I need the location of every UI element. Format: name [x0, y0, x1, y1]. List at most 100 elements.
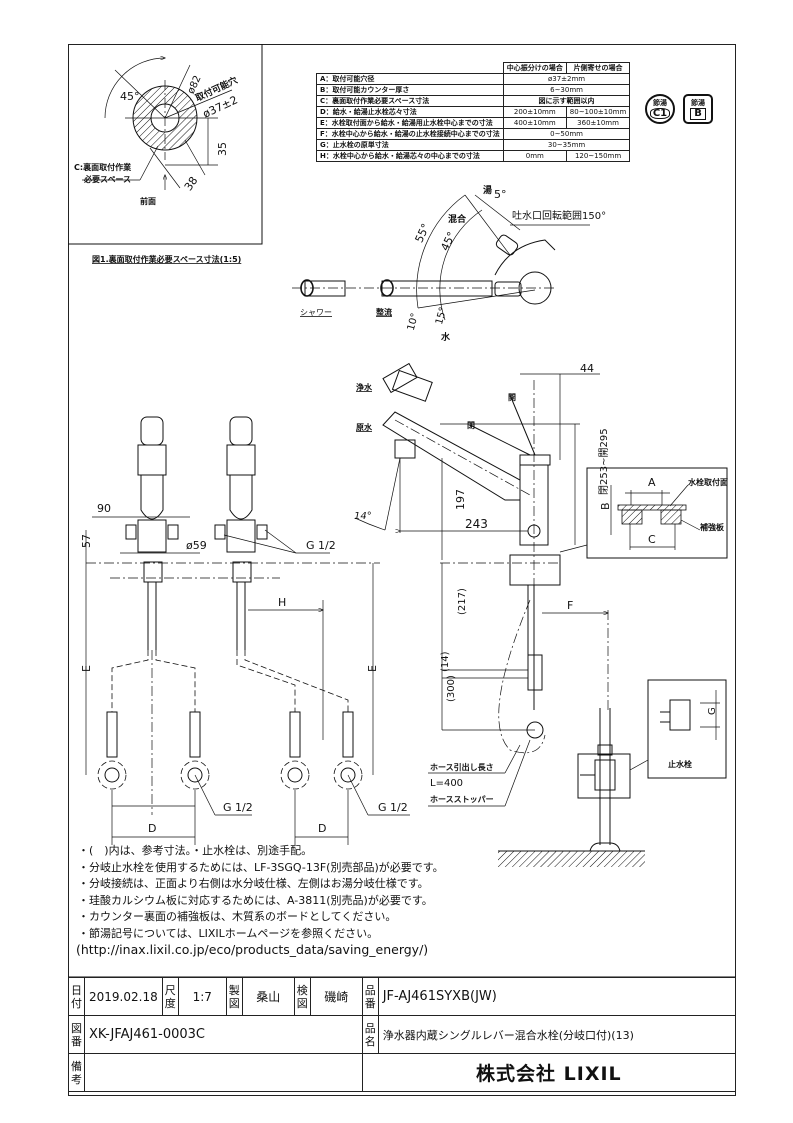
badge-b-top: 節湯	[691, 99, 705, 107]
spec-row-label: D：給水・給湯止水栓芯々寸法	[316, 106, 504, 118]
fig1-space-label-2: 必要スペース	[83, 174, 131, 184]
dim-59: ø59	[186, 539, 207, 552]
spec-header-blank	[317, 63, 504, 74]
remarks-value	[84, 1053, 363, 1092]
spec-row-value: 図に示す範囲以内	[502, 95, 631, 107]
front-view: 90 57 ø59 G 1/2 H E E	[80, 416, 410, 845]
dim-B: B	[599, 502, 612, 510]
spec-row: F：水栓中心から給水・給湯の止水栓接続中心までの寸法 0~50mm	[316, 128, 631, 140]
scale-value: 1:7	[177, 977, 227, 1016]
spec-row: E：水栓取付面から給水・給湯用止水栓中心までの寸法 400±10mm 360±1…	[316, 117, 631, 129]
checked-label: 検図	[293, 977, 311, 1016]
spec-header-side: 片側寄せの場合	[565, 62, 631, 74]
product-name-label: 品名	[361, 1015, 379, 1054]
top-hot-label: 湯	[483, 184, 492, 196]
stop-valves-bottom	[97, 711, 363, 790]
shower-label: シャワー	[300, 308, 332, 317]
fig1-angle: 45°	[120, 90, 140, 103]
open-label: 開	[508, 393, 516, 402]
product-name: 浄水器内蔵シングルレバー混合水栓(分岐口付)(13)	[377, 1015, 737, 1054]
spec-table: 中心振分けの場合 片側寄せの場合 A：取付可能穴径 ø37±2mm B：取付可能…	[316, 62, 631, 162]
title-row-3: 備考 株式会社 LIXIL	[68, 1053, 737, 1092]
fig1-dim-35: 35	[216, 142, 229, 156]
spec-row-label: F：水栓中心から給水・給湯の止水栓接続中心までの寸法	[316, 128, 504, 140]
dim-C: C	[648, 533, 656, 546]
dim-217: (217)	[457, 588, 468, 615]
dim-E-left: E	[80, 665, 93, 672]
top-cold-label: 水	[441, 331, 451, 343]
spec-row: G：止水栓の原単寸法 30~35mm	[316, 139, 631, 151]
note-line: ・カウンター裏面の補強板は、木質系のボードとしてください。	[78, 910, 397, 923]
top-angle-10: 10°	[406, 312, 421, 332]
drawn-label: 製図	[225, 977, 243, 1016]
spec-row-value: 6~30mm	[502, 84, 631, 96]
drawing-no-label: 図番	[68, 1015, 85, 1054]
spec-row-label: C：裏面取付作業必要スペース寸法	[316, 95, 504, 107]
badge-c1-bottom: C1	[649, 108, 671, 119]
title-block: 日付 2019.02.18 尺度 1:7 製図 桑山 検図 磯崎 品番 JF-A…	[68, 977, 737, 1092]
top-view: 湯 5° 混合 55° 45° 10° 15° 水 吐水口回転範囲150° シャ…	[292, 184, 606, 343]
figure1-mount-space: 45° ø82 取付可能穴 ø37±2 35 38 C:裏面取付作業 必要スペー…	[68, 44, 263, 245]
spec-row: H：水栓中心から給水・給湯芯々の中心までの寸法 0mm 120~150mm	[316, 150, 631, 162]
top-rotation-label: 吐水口回転範囲150°	[512, 209, 606, 222]
drawn-by: 桑山	[241, 977, 295, 1016]
straight-label: 整流	[375, 307, 392, 317]
side-view: 浄水 原水 44 開 閉 閉253~開295 197 243 14°	[354, 362, 727, 867]
dim-243: 243	[465, 517, 488, 531]
fig1-dim-38: 38	[182, 174, 201, 193]
hose-length-label: ホース引出し長さ	[430, 762, 494, 772]
saving-grade-badge-b: 節湯 B	[683, 94, 713, 124]
dim-A: A	[648, 476, 656, 489]
checked-by: 磯崎	[309, 977, 363, 1016]
spec-row-side: 360±10mm	[565, 117, 631, 129]
saving-grade-badge-c1: 節湯 C1	[645, 94, 675, 124]
fig1-space-label-1: C:裏面取付作業	[74, 162, 132, 172]
note-line: ・( )内は、参考寸法。・止水栓は、別途手配。	[78, 844, 313, 857]
top-angle-15: 15°	[434, 306, 449, 326]
spec-row-label: E：水栓取付面から給水・給湯用止水栓中心までの寸法	[316, 117, 504, 129]
spec-row-label: A：取付可能穴径	[316, 73, 504, 85]
dim-300: (300)	[446, 675, 457, 702]
spec-row-center: 0mm	[502, 150, 567, 162]
company-logo: 株式会社 LIXIL	[361, 1053, 737, 1092]
spec-row: D：給水・給湯止水栓芯々寸法 200±10mm 80~100±10mm	[316, 106, 631, 118]
top-angle-55: 55°	[413, 222, 433, 245]
drawing-no: XK-JFAJ461-0003C	[84, 1015, 363, 1054]
dim-14: (14)	[440, 651, 451, 672]
figure1-caption: 図1.裏面取付作業必要スペース寸法(1:5)	[92, 254, 241, 264]
dim-D-right: D	[318, 822, 326, 835]
notes-url: (http://inax.lixil.co.jp/eco/products_da…	[76, 942, 429, 957]
spec-header-center: 中心振分けの場合	[502, 62, 567, 74]
note-line: ・分岐止水栓を使用するためには、LF-3SGQ-13F(別売部品)が必要です。	[78, 860, 444, 874]
hose-length: L=400	[430, 778, 463, 789]
spec-row: A：取付可能穴径 ø37±2mm	[316, 73, 631, 85]
thread-label-1: G 1/2	[306, 539, 336, 552]
spec-row-side: 80~100±10mm	[565, 106, 631, 118]
thread-label-3: G 1/2	[378, 801, 408, 814]
badge-c1-top: 節湯	[653, 99, 667, 107]
front-faucet-right	[214, 416, 268, 650]
dim-D-left: D	[148, 822, 156, 835]
product-no: JF-AJ461SYXB(JW)	[377, 977, 737, 1016]
title-row-1: 日付 2019.02.18 尺度 1:7 製図 桑山 検図 磯崎 品番 JF-A…	[68, 977, 737, 1016]
stop-valve-label: 止水栓	[668, 759, 692, 769]
title-row-2: 図番 XK-JFAJ461-0003C 品名 浄水器内蔵シングルレバー混合水栓(…	[68, 1015, 737, 1054]
spec-row: B：取付可能カウンター厚さ 6~30mm	[316, 84, 631, 96]
spec-row-label: H：水栓中心から給水・給湯芯々の中心までの寸法	[316, 150, 504, 162]
spec-row-side: 120~150mm	[565, 150, 631, 162]
date-value: 2019.02.18	[84, 977, 163, 1016]
spec-header-row: 中心振分けの場合 片側寄せの場合	[317, 62, 631, 74]
top-angle-45: 45°	[438, 230, 458, 253]
spec-row: C：裏面取付作業必要スペース寸法 図に示す範囲以内	[316, 95, 631, 107]
drawing-sheet	[68, 44, 736, 1096]
dim-G: G	[707, 707, 718, 715]
spec-row-value: 30~35mm	[502, 139, 631, 151]
water-saving-badges: 節湯 C1 節湯 B	[645, 94, 713, 124]
fig1-front-label: 前面	[140, 196, 156, 206]
spec-row-center: 200±10mm	[502, 106, 567, 118]
spec-row-value: 0~50mm	[502, 128, 631, 140]
hose-stopper: ホースストッパー	[430, 794, 494, 804]
dim-height: 閉253~開295	[598, 428, 610, 495]
spec-row-label: G：止水栓の原単寸法	[316, 139, 504, 151]
